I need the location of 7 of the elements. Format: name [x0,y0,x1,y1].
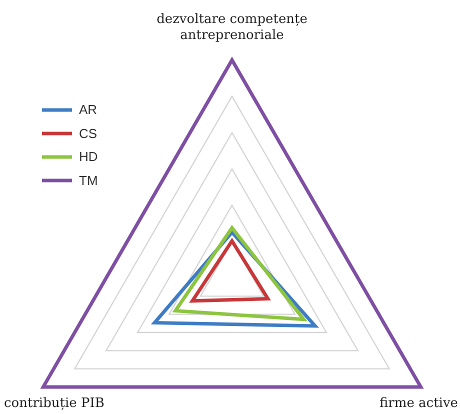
legend-label: HD [79,150,98,164]
legend-label: TM [79,174,98,188]
axis-label: dezvoltare competențe antreprenoriale [156,12,308,44]
axis-label: firme active [378,396,458,412]
axis-label: contribuție PIB [4,396,106,412]
legend-label: CS [79,126,98,140]
legend-label: AR [79,103,98,117]
